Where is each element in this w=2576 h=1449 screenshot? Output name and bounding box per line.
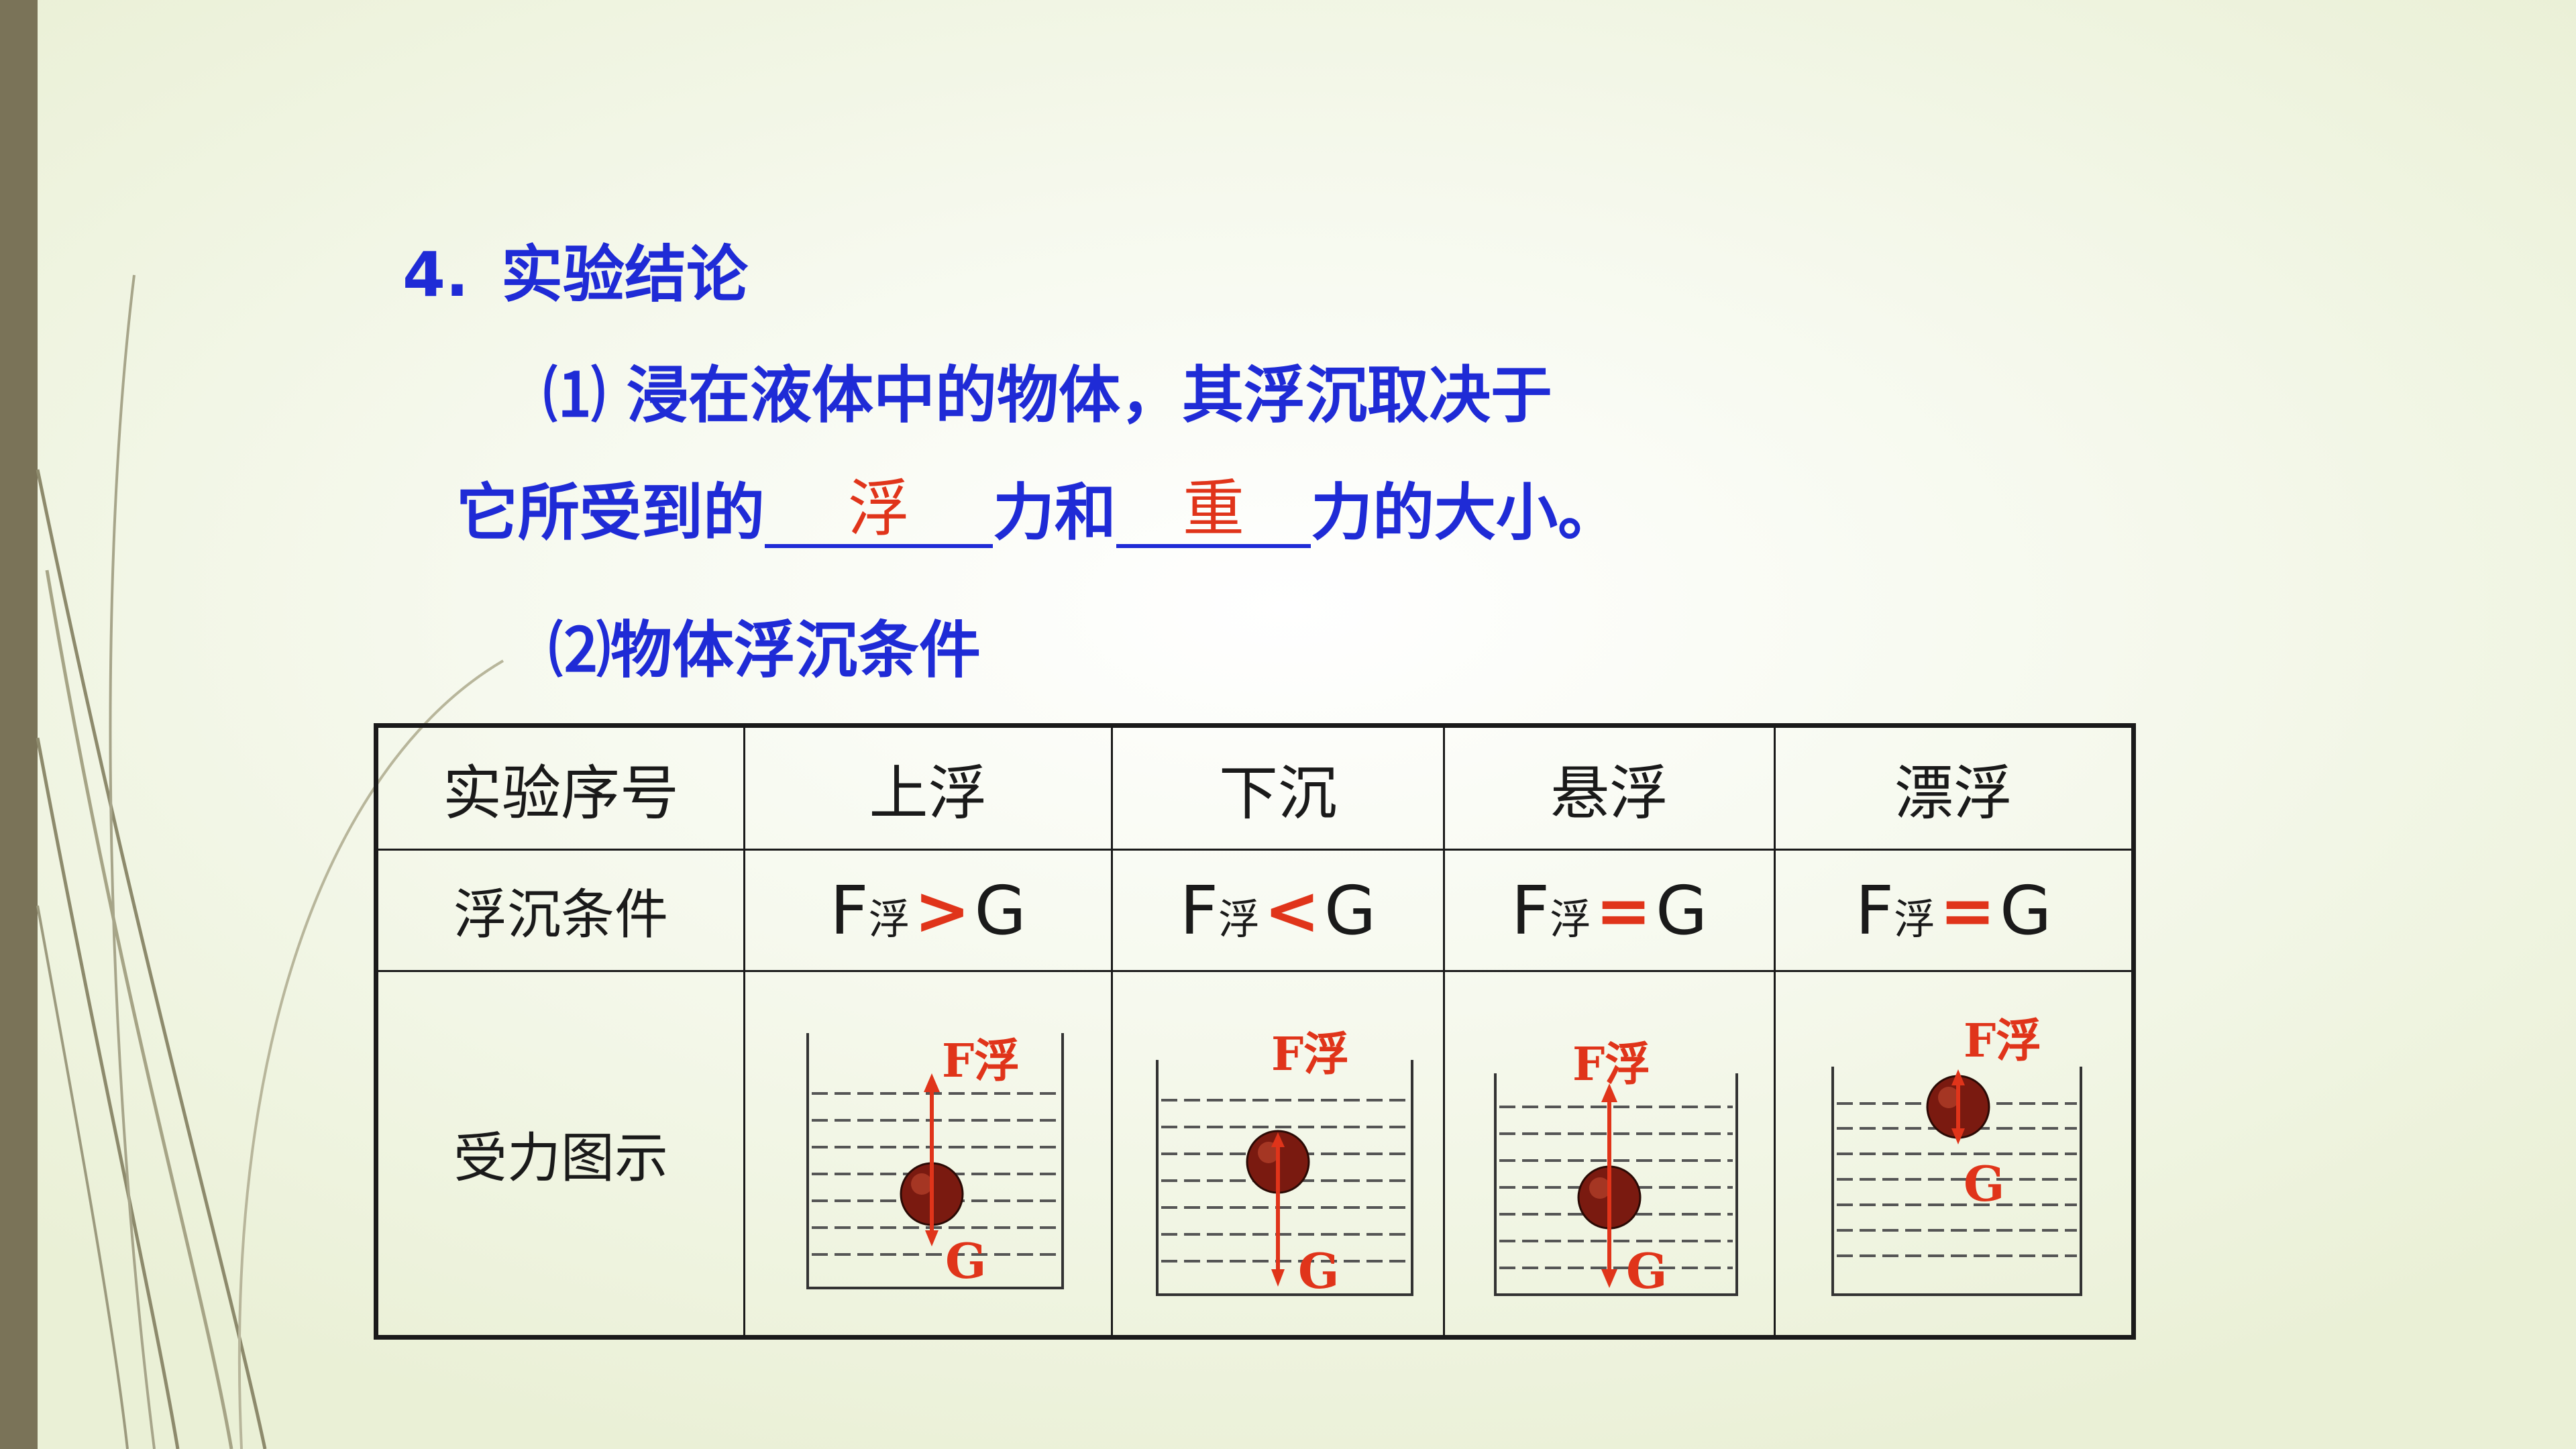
conclusion-line-2: 它所受到的浮力和重力的大小。 bbox=[456, 463, 1619, 552]
section-number: 4. bbox=[402, 239, 469, 311]
line2-text-b: 力和 bbox=[993, 477, 1117, 549]
header-cell: 上浮 bbox=[743, 724, 1113, 851]
gravity-label: G bbox=[945, 1232, 987, 1289]
condition-formula: F浮=G bbox=[1511, 871, 1708, 950]
gravity-label: G bbox=[1964, 1155, 2005, 1212]
condition-cell: F浮=G bbox=[1774, 849, 2135, 972]
float-force-label: F浮 bbox=[1572, 1038, 1650, 1091]
deco-curve bbox=[36, 469, 267, 1449]
section-title: 实验结论 bbox=[500, 239, 748, 311]
conclusion-line-3: ⑵物体浮沉条件 bbox=[549, 614, 981, 686]
conclusion-line-1: ⑴ 浸在液体中的物体，其浮沉取决于 bbox=[543, 360, 1553, 431]
header-cell: 下沉 bbox=[1111, 724, 1445, 851]
condition-formula: F浮=G bbox=[1855, 871, 2052, 950]
header-cell: 漂浮 bbox=[1774, 724, 2135, 851]
diagram-cell: F浮 G bbox=[743, 970, 1113, 1338]
float-force-label: F浮 bbox=[1271, 1028, 1349, 1081]
line2-text-a: 它所受到的 bbox=[456, 477, 765, 549]
answer-blank-buoyancy: 浮 bbox=[765, 478, 994, 548]
condition-formula: F浮<G bbox=[1179, 871, 1377, 950]
section-heading: 4. 实验结论 bbox=[402, 225, 748, 314]
deco-curve bbox=[36, 737, 180, 1449]
left-decor-bar bbox=[0, 0, 38, 1449]
deco-curve bbox=[109, 274, 156, 1449]
deco-curve bbox=[237, 659, 504, 1449]
answer-blank-gravity: 重 bbox=[1116, 478, 1311, 548]
deco-curve bbox=[45, 570, 233, 1449]
float-sink-table: 实验序号 上浮 下沉 悬浮 漂浮 浮沉条件 F浮>G F浮<G F浮=G F浮=… bbox=[374, 723, 2136, 1340]
float-force-label: F浮 bbox=[1964, 1014, 2041, 1068]
gravity-label: G bbox=[1298, 1242, 1340, 1299]
table-condition-row: 浮沉条件 F浮>G F浮<G F浮=G F浮=G bbox=[375, 849, 2135, 972]
row-label: 浮沉条件 bbox=[375, 849, 745, 972]
diagram-cell: F浮 G bbox=[1111, 970, 1445, 1338]
force-diagram-suspend: F浮 G bbox=[1494, 1038, 1738, 1299]
table-diagram-row: 受力图示 F浮 bbox=[375, 970, 2135, 1338]
condition-cell: F浮=G bbox=[1443, 849, 1776, 972]
condition-cell: F浮<G bbox=[1111, 849, 1445, 972]
diagram-cell: F浮 G bbox=[1443, 970, 1776, 1338]
float-force-label: F浮 bbox=[942, 1034, 1020, 1088]
condition-cell: F浮>G bbox=[743, 849, 1113, 972]
row-label: 受力图示 bbox=[375, 970, 745, 1338]
force-diagram-float: F浮 G bbox=[1831, 1014, 2082, 1296]
force-diagram-rise: F浮 G bbox=[806, 1032, 1064, 1289]
header-cell: 悬浮 bbox=[1443, 724, 1776, 851]
decorative-curves bbox=[36, 274, 504, 1449]
diagram-cell: F浮 G bbox=[1774, 970, 2135, 1338]
force-diagram-sink: F浮 G bbox=[1156, 1028, 1413, 1299]
condition-formula: F浮>G bbox=[830, 871, 1026, 950]
line2-text-c: 力的大小。 bbox=[1311, 477, 1620, 549]
table-header-row: 实验序号 上浮 下沉 悬浮 漂浮 bbox=[375, 724, 2135, 851]
gravity-label: G bbox=[1626, 1242, 1668, 1299]
deco-curve bbox=[36, 905, 129, 1449]
header-cell: 实验序号 bbox=[375, 724, 745, 851]
